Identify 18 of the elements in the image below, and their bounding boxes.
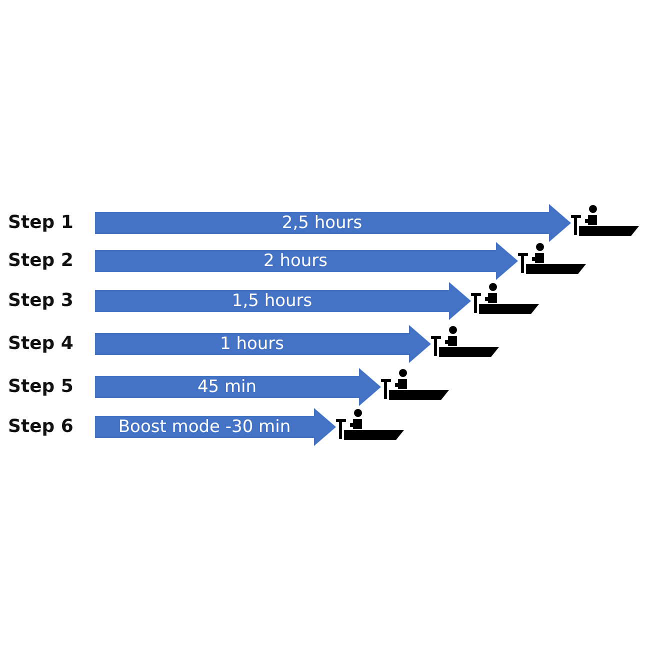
edge-label: 2,5 hours (282, 212, 362, 234)
step-label: Step 3 (8, 290, 74, 312)
edge-label: 2 hours (264, 250, 328, 272)
edge-label: 1,5 hours (232, 290, 312, 312)
step-label: Step 5 (8, 376, 74, 398)
edge-label: 45 min (197, 376, 257, 398)
step-label: Step 1 (8, 212, 74, 234)
block-arrow (95, 282, 471, 320)
step-label: Step 6 (8, 416, 74, 438)
block-arrow (95, 408, 336, 446)
step-label: Step 2 (8, 250, 74, 272)
edge-label: 1 hours (220, 333, 284, 355)
block-arrow (95, 368, 381, 406)
block-arrow (95, 204, 571, 242)
edge-label: Boost mode -30 min (118, 416, 291, 438)
block-arrow (95, 325, 431, 363)
step-label: Step 4 (8, 333, 74, 355)
block-arrow (95, 242, 518, 280)
